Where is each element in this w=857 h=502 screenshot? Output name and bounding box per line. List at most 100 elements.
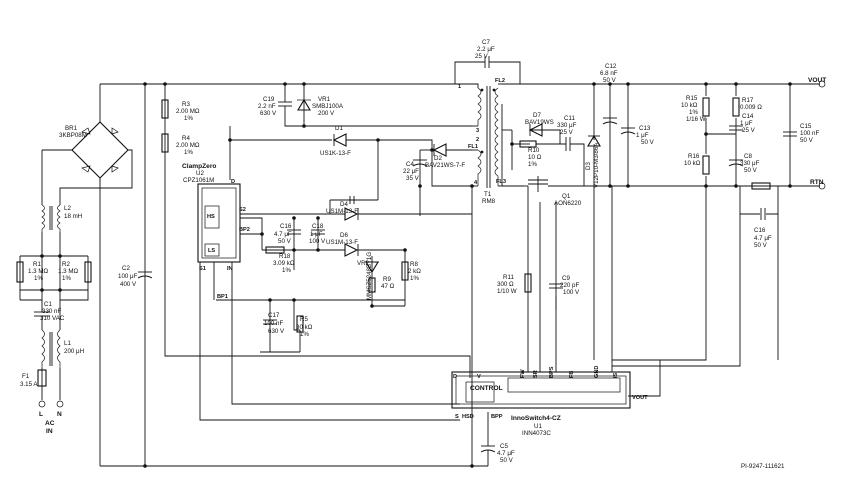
vr2-part: MMSZ5248BT1G: [366, 252, 373, 300]
r2-tol: 1%: [62, 275, 71, 282]
c13-ref: C15: [800, 123, 812, 130]
c13-rating: 50 V: [800, 137, 814, 144]
clampzero-ref: U2: [196, 170, 204, 177]
r18-symbol: [265, 246, 285, 254]
c6-rating: 25 V: [475, 53, 489, 60]
cz-pin-d: D: [231, 179, 235, 185]
fuse-ref: F1: [22, 373, 30, 380]
d3-part: V12P10-M3/86A: [593, 142, 600, 188]
u1-title: InnoSwitch4-CZ: [511, 415, 561, 422]
ac-in-label: IN: [46, 428, 53, 435]
c9-value: 330 μF: [557, 122, 577, 129]
d2-ref: D2: [434, 155, 442, 162]
u1-pin-fw: FW: [520, 369, 526, 378]
c10-rating: 50 V: [603, 77, 617, 84]
c10-value: 6.8 nF: [600, 70, 618, 77]
r4-ref: R4: [182, 135, 190, 142]
r11-symbol: [524, 273, 532, 293]
c4-symbol: [412, 159, 428, 167]
ac-line-terminal[interactable]: [38, 400, 46, 408]
ac-label: AC: [45, 420, 55, 427]
c11-value: 1 μF: [636, 132, 649, 139]
clampzero-title: ClampZero: [182, 163, 216, 170]
r10-tol: 1%: [528, 161, 537, 168]
c6-ref: C7: [482, 39, 490, 46]
r3-ref: R3: [182, 101, 190, 108]
r9-ref: R9: [383, 276, 391, 283]
d2-part: BAV21WS-7-F: [425, 162, 465, 169]
c7-ref: C9: [562, 275, 570, 282]
cz-pin-hs: HS: [207, 214, 215, 220]
d6-ref: D6: [340, 232, 348, 239]
r14-extra: 1/16 W: [686, 116, 706, 123]
c14-ref: C16: [754, 227, 766, 234]
d7-part: BAV19WS: [525, 119, 554, 126]
r8-symbol: [401, 261, 409, 281]
r16-value: 0.009 Ω: [740, 104, 762, 111]
br1-part: 3KBP08M: [59, 132, 87, 139]
r17-symbol: [751, 182, 771, 190]
c1-symbol: [34, 300, 61, 322]
c13-symbol: [783, 131, 797, 137]
q1-part: AON6220: [554, 200, 582, 207]
t1-pin-3: 3: [476, 128, 479, 134]
c9-rating: 25 V: [560, 129, 574, 136]
u1-pin-s: S: [455, 414, 459, 420]
t1-pin-2: 2: [476, 137, 479, 143]
r5-value: 30 kΩ: [296, 324, 313, 331]
r8-tol: 1%: [410, 275, 419, 282]
c2-rating: 400 V: [120, 281, 137, 288]
c4-value: 22 μF: [403, 168, 419, 175]
r1-symbol: [16, 261, 24, 283]
l1-ref: L1: [64, 340, 71, 347]
u1-pin-is: IS: [613, 372, 619, 378]
c2-value: 100 μF: [118, 273, 138, 280]
vout-terminal[interactable]: [818, 80, 826, 88]
u1-pin-gnd: GND: [594, 366, 600, 378]
t1-pin-1: 1: [458, 84, 461, 90]
c12-rating: 25 V: [742, 127, 756, 134]
rtn-terminal[interactable]: [818, 182, 826, 190]
cz-pin-in: IN: [227, 266, 233, 272]
c2-ref: C2: [122, 265, 130, 272]
c8-rating: 50 V: [744, 167, 758, 174]
d4-ref: D4: [340, 201, 348, 208]
c17-rating: 630 V: [260, 110, 277, 117]
transformer-symbol: [472, 83, 502, 188]
ac-neutral-terminal[interactable]: [56, 400, 64, 408]
u1-pin-sr: SR: [533, 370, 539, 378]
cz-pin-ls: LS: [208, 248, 215, 254]
c12-symbol: [729, 125, 743, 131]
r3-tol: 1%: [184, 115, 193, 122]
c16-ref: C17: [268, 312, 280, 319]
c6-value: 2.2 μF: [477, 46, 495, 53]
u1-pin-bps: BPS: [549, 366, 555, 378]
d4-symbol: [344, 207, 359, 221]
r3-value: 2.00 MΩ: [176, 108, 200, 115]
r11-tol: 1/10 W: [497, 288, 517, 295]
t1-ref: T1: [484, 191, 492, 198]
t1-pin-fl1: FL1: [468, 144, 478, 150]
c16-rating: 630 V: [268, 328, 285, 335]
c4-ref: C4: [406, 161, 414, 168]
c1-value: 330 nF: [42, 308, 61, 315]
u1-pin-bpp: BPP: [491, 414, 503, 420]
r18-ref: R18: [279, 253, 291, 260]
choke-l2-symbol: [41, 204, 61, 232]
u1-pin-d: D: [453, 374, 457, 380]
u1-part: INN4073C: [522, 430, 551, 437]
r18-value: 3.09 kΩ: [273, 260, 295, 267]
r1-ref: R1: [33, 261, 41, 268]
fuse-value: 3.15 A: [20, 381, 38, 388]
c7-value: 220 pF: [560, 282, 579, 289]
r2-value: 1.3 MΩ: [58, 268, 78, 275]
c17-value: 2.2 nF: [258, 103, 276, 110]
r18-tol: 1%: [282, 267, 291, 274]
u1-pin-v: V: [477, 374, 481, 380]
c12-value: 1 μF: [740, 120, 753, 127]
d6-part: US1M-13-F: [326, 239, 358, 246]
r2-symbol: [84, 261, 92, 283]
wire-network: [19, 83, 820, 467]
c10-symbol: [602, 117, 618, 125]
r16-symbol: [732, 97, 740, 117]
